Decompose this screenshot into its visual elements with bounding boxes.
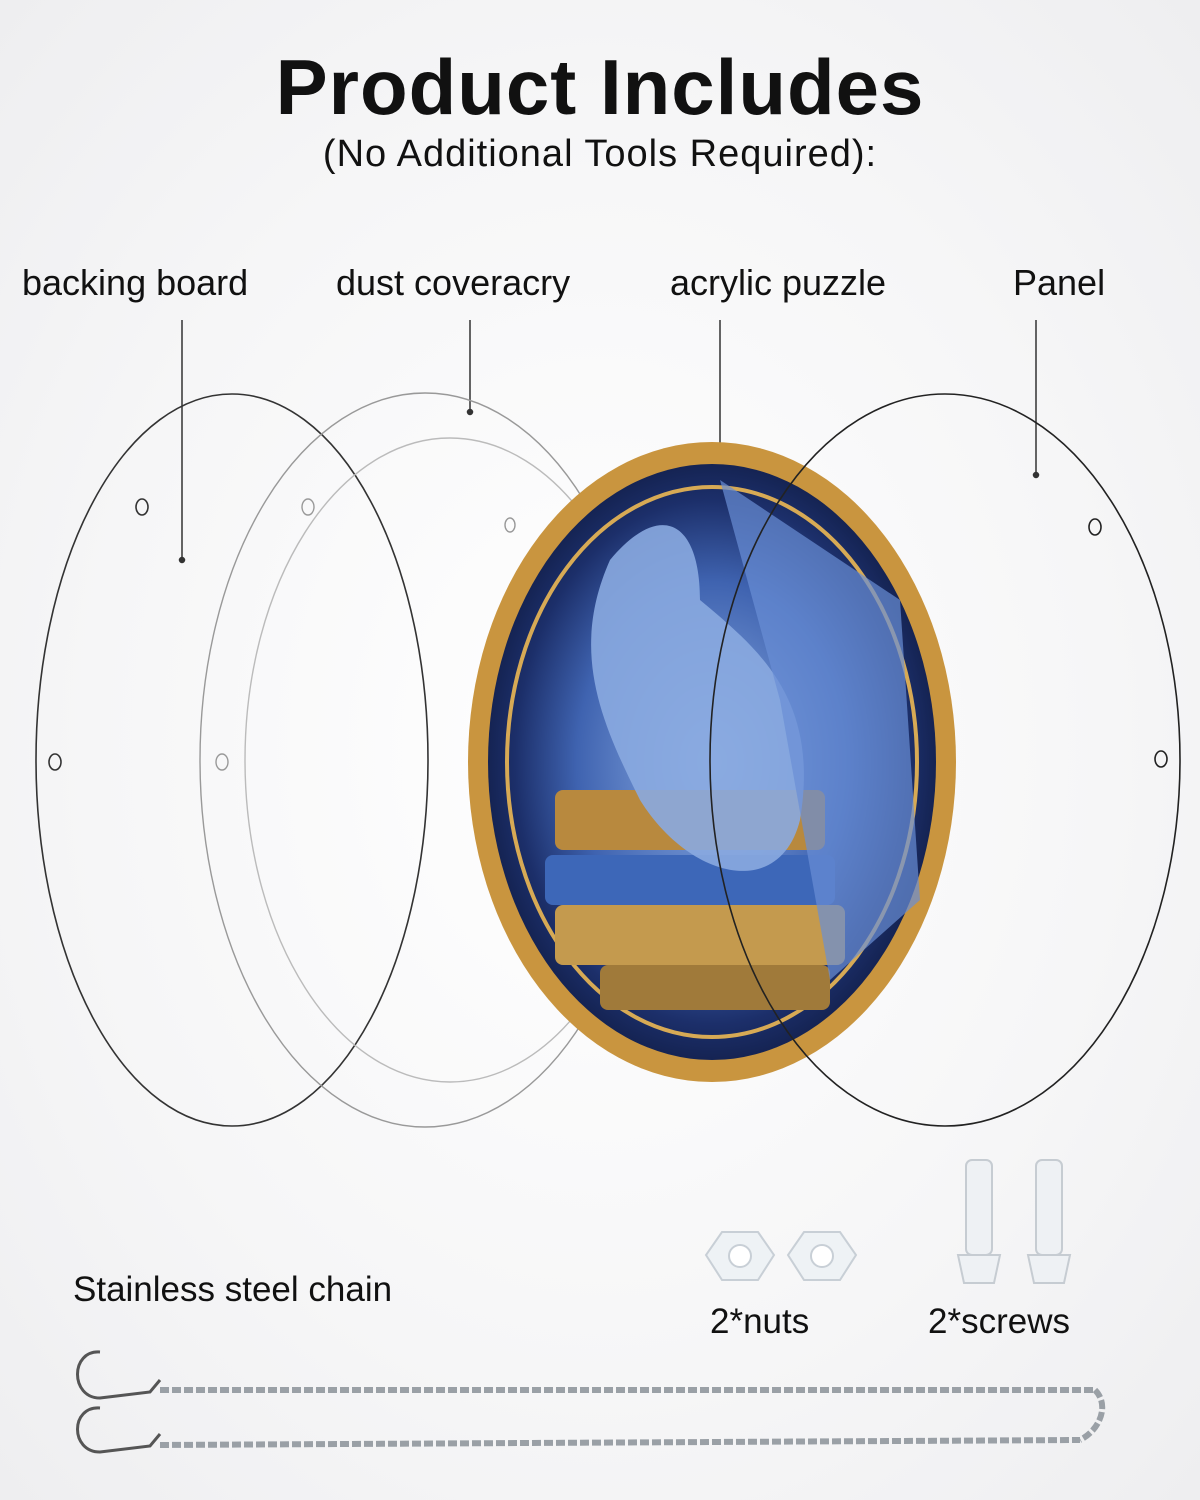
label-panel: Panel [1013, 262, 1106, 303]
nuts-icon [704, 1231, 858, 1281]
screws-icon [956, 1159, 1072, 1284]
label-screws: 2*screws [928, 1302, 1070, 1341]
label-nuts: 2*nuts [710, 1302, 810, 1341]
page-title: Product Includes [275, 43, 925, 131]
page-subtitle: (No Additional Tools Required): [322, 133, 878, 175]
acrylic-puzzle [468, 442, 956, 1082]
front-panel [709, 393, 1181, 1127]
label-chain: Stainless steel chain [73, 1270, 393, 1309]
chain-icon [76, 1350, 1106, 1454]
leader-lines [178, 320, 1040, 564]
label-backing-board: backing board [22, 262, 249, 303]
backing-board [35, 393, 429, 1127]
label-dust-cover: dust coveracry [336, 262, 571, 303]
label-acrylic-puzzle: acrylic puzzle [670, 262, 887, 303]
